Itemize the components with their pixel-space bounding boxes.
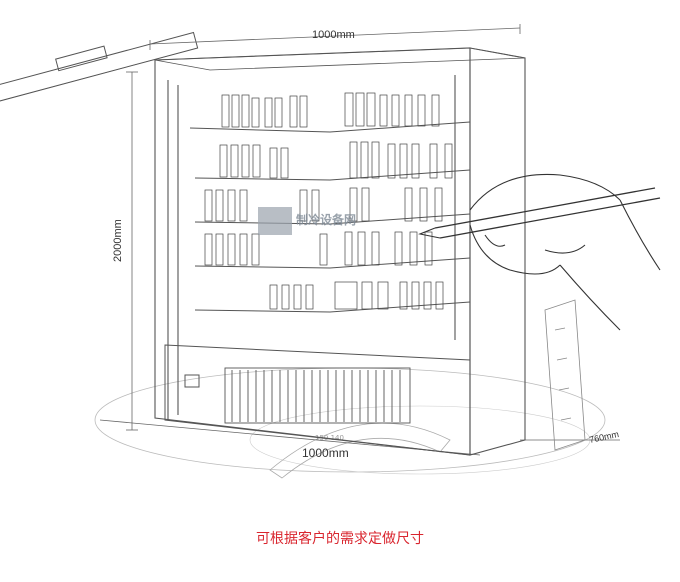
control-box <box>184 374 200 388</box>
shelves <box>189 121 471 313</box>
bottle-rows <box>204 92 453 310</box>
watermark-logo-icon <box>258 207 292 235</box>
bottle-row-1 <box>221 92 440 128</box>
dimension-bottom-width: 1000mm <box>302 446 349 460</box>
protractor <box>269 422 451 479</box>
bottle-row-5 <box>269 281 444 310</box>
dimension-top-width: 1000mm <box>312 29 355 41</box>
bottle-row-3 <box>204 187 443 222</box>
dimension-height: 2000mm <box>112 219 124 262</box>
side-ruler <box>544 299 586 451</box>
compressor-section <box>164 344 471 456</box>
pencil <box>434 187 656 229</box>
caliper-ruler <box>0 31 199 103</box>
bottle-row-2 <box>219 141 453 179</box>
bottle-row-4 <box>204 231 433 266</box>
hand-with-pencil <box>418 173 661 331</box>
custom-size-caption: 可根据客户的需求定做尺寸 <box>256 531 424 547</box>
watermark-text: 制冷设备网 <box>296 213 357 227</box>
vent-grille <box>224 367 411 424</box>
